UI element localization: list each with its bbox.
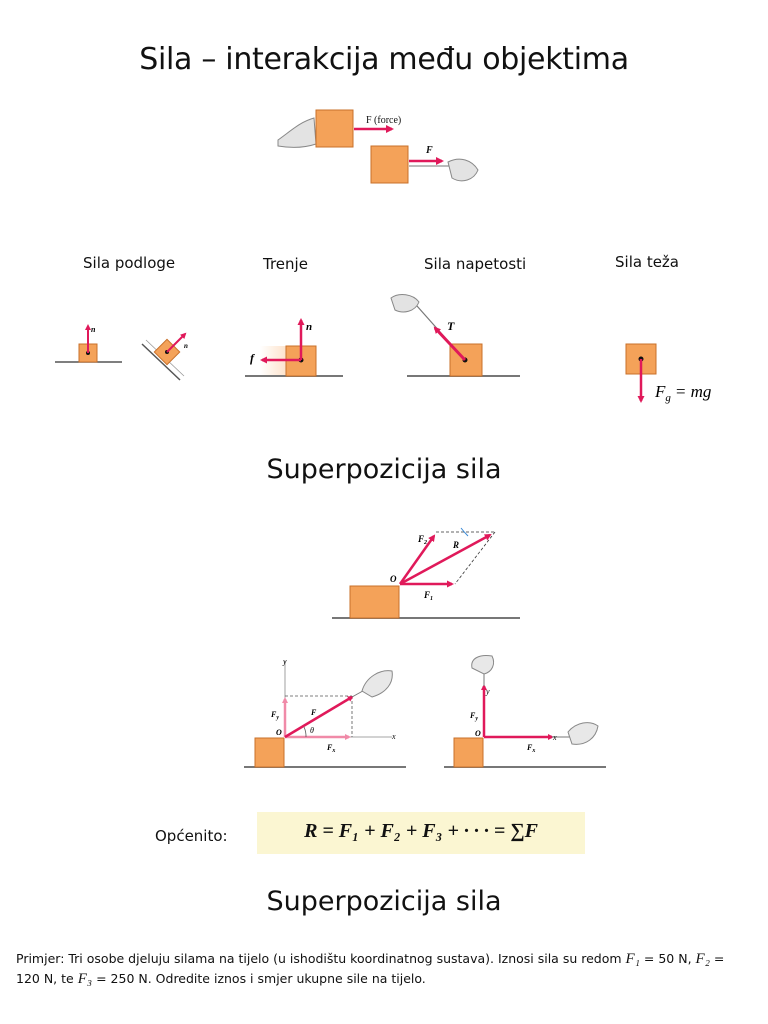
push-pull-figure: F (force) F <box>277 109 479 184</box>
tension-figure: T <box>390 294 520 377</box>
origin-label: O <box>390 574 397 584</box>
label-normal-force: Sila podloge <box>83 254 176 272</box>
f2-label: F2 <box>417 534 427 546</box>
pulled-box <box>370 145 409 184</box>
resultant-label: R <box>452 540 459 550</box>
label-friction: Trenje <box>263 255 308 273</box>
y-axis-label-left: y <box>282 657 287 666</box>
components-figure-angled: y x O F θ Fy Fx <box>244 657 406 768</box>
superposition-formula: R = F₁ + F₂ + F₃ + · · · = ∑F <box>304 820 538 842</box>
parallelogram-figure: O F2 R F1 <box>332 527 520 619</box>
example-f2-value: = 120 N, te <box>16 951 725 986</box>
f1-label: F1 <box>423 590 433 602</box>
normal-force-figure: n n <box>55 324 188 381</box>
theta-label: θ <box>310 726 314 735</box>
normal-label-incline: n <box>184 342 188 350</box>
x-axis-label-left: x <box>391 732 396 741</box>
general-label: Općenito: <box>155 827 228 845</box>
example-f1-value: = 50 N, <box>643 951 692 966</box>
components-figure-perpendicular: y x O Fy Fx <box>444 655 606 768</box>
y-axis-label-right: y <box>485 687 490 696</box>
tension-hand-icon <box>390 294 420 313</box>
example-f3-symbol: F₃ <box>77 971 93 987</box>
superposition-box <box>349 585 400 619</box>
hand-icon-right <box>567 722 599 745</box>
example-intro: Primjer: Tri osobe djeluju silama na tij… <box>16 951 622 966</box>
fy-label-left: Fy <box>270 710 279 721</box>
page-title: Sila – interakcija među objektima <box>139 42 629 77</box>
fx-label-right: Fx <box>526 743 535 754</box>
fx-label-left: Fx <box>326 743 335 754</box>
origin-label-left: O <box>276 728 282 737</box>
force-label-left: F <box>310 708 317 717</box>
label-tension: Sila napetosti <box>424 255 527 273</box>
pulling-hand-icon <box>447 158 479 182</box>
example-f1-symbol: F₁ <box>625 951 640 967</box>
hand-icon-left <box>361 670 393 698</box>
normal-label-flat: n <box>91 325 96 334</box>
section-title-superposition-repeat: Superpozicija sila <box>266 886 502 917</box>
tension-label: T <box>447 319 455 333</box>
origin-label-right: O <box>475 729 481 738</box>
gravity-force-label: Fg= mg <box>654 382 711 404</box>
push-force-label: F (force) <box>366 115 401 126</box>
section-title-superposition: Superpozicija sila <box>266 454 502 485</box>
hand-icon-top <box>471 655 495 675</box>
example-f3-value: = 250 N. Odredite iznos i smjer ukupne s… <box>96 971 426 986</box>
example-f2-symbol: F₂ <box>695 951 710 967</box>
x-axis-label-right: x <box>552 733 557 742</box>
label-gravity: Sila teža <box>615 253 679 271</box>
friction-normal-label: n <box>306 321 312 333</box>
components-box-right <box>453 737 484 768</box>
friction-figure: n f <box>245 318 343 377</box>
gravity-figure: Fg= mg <box>625 343 711 404</box>
pull-force-label: F <box>425 145 433 156</box>
formula-box: R = F₁ + F₂ + F₃ + · · · = ∑F <box>257 812 585 854</box>
example-text: Primjer: Tri osobe djeluju silama na tij… <box>16 949 746 989</box>
fy-label-right: Fy <box>469 711 478 722</box>
pushing-hand-icon <box>277 117 317 148</box>
friction-force-label: f <box>250 351 255 365</box>
pushed-box <box>315 109 354 148</box>
components-box-left <box>254 737 285 768</box>
